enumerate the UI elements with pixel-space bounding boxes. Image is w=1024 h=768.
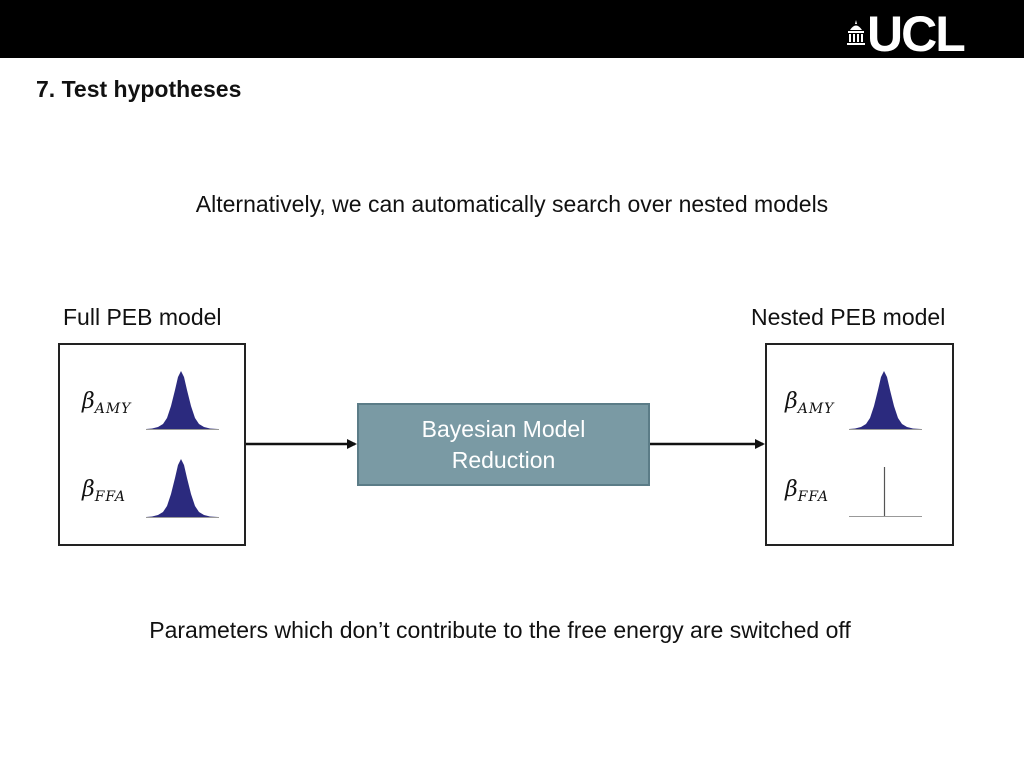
ucl-logo: UCL — [845, 7, 995, 61]
logo-wordmark: UCL — [867, 6, 966, 62]
full-model-caption: Full PEB model — [63, 304, 222, 330]
full-ffa-distribution — [146, 459, 218, 517]
nested-beta-ffa-label: βFFA — [785, 477, 830, 505]
full-beta-amy-label: βAMY — [82, 389, 132, 417]
footer-note: Parameters which don’t contribute to the… — [149, 617, 851, 643]
full-model-box: βAMY βFFA — [58, 343, 246, 546]
full-amy-distribution — [146, 371, 218, 429]
header-bar: UCL — [0, 0, 1024, 61]
nested-model-caption: Nested PEB model — [751, 304, 946, 330]
nested-beta-amy-label: βAMY — [785, 389, 835, 417]
slide-title: 7. Test hypotheses — [36, 76, 242, 102]
nested-amy-distribution — [849, 371, 921, 429]
full-beta-ffa-label: βFFA — [82, 477, 127, 505]
bayesian-model-reduction-box: Bayesian Model Reduction — [357, 403, 650, 486]
slide-subtitle: Alternatively, we can automatically sear… — [195, 191, 829, 217]
portico-icon — [847, 20, 865, 45]
bmr-label-line1: Bayesian Model — [421, 415, 586, 442]
bmr-label-line2: Reduction — [451, 446, 556, 473]
nested-model-box: βAMY βFFA — [765, 343, 954, 546]
